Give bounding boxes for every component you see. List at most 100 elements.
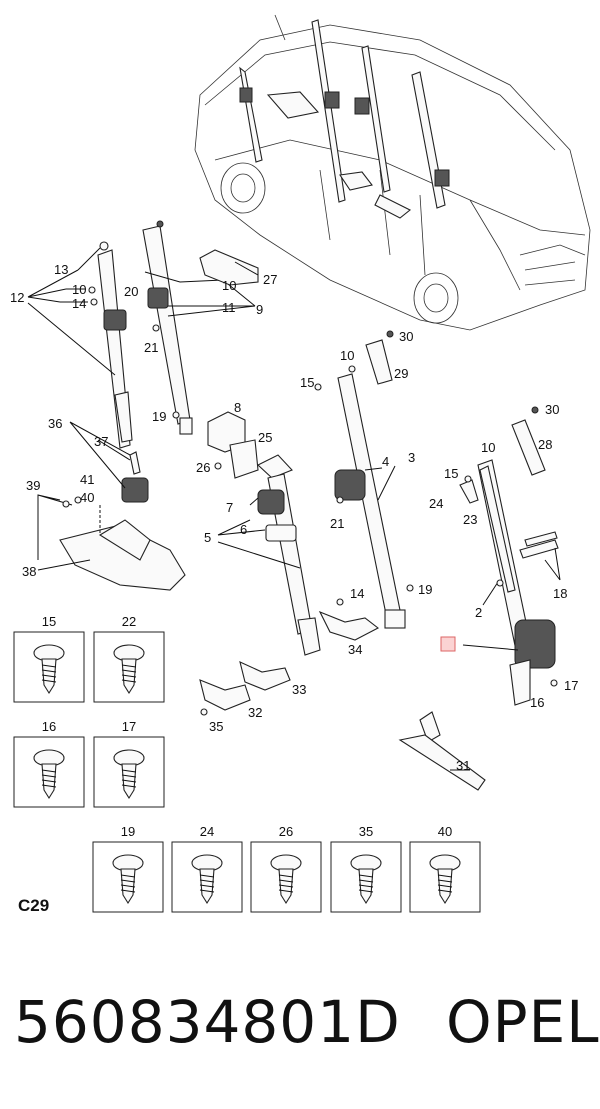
callout-10: 10 [72, 282, 86, 297]
callout-13: 13 [54, 262, 68, 277]
diagram-code: C29 [18, 896, 49, 915]
fastener-thread [358, 889, 374, 893]
callout-16: 16 [530, 695, 544, 710]
fastener-thread [120, 874, 136, 878]
fastener-box-label: 22 [122, 614, 136, 629]
footer: 560834801D OPEL [14, 982, 599, 1082]
fastener-box-label: 40 [438, 824, 452, 839]
fastener-thread [358, 879, 374, 883]
front-right-belt-assembly [314, 330, 414, 629]
callout-18: 18 [553, 586, 567, 601]
callout-6: 6 [240, 522, 247, 537]
fastener-box-35: 35 [330, 824, 402, 913]
callout-28: 28 [538, 437, 552, 452]
callout-41: 41 [80, 472, 94, 487]
callout-3: 3 [408, 450, 415, 465]
fastener-box-label: 19 [121, 824, 135, 839]
part-number: 560834801D [14, 988, 401, 1056]
fastener-thread [278, 879, 294, 883]
pillar-belt-assembly [142, 220, 256, 435]
fastener-thread [41, 784, 57, 788]
fastener-thread [41, 779, 57, 783]
fastener-box-24: 24 [171, 824, 243, 913]
callout-9: 9 [256, 302, 263, 317]
callout-30: 30 [399, 329, 413, 344]
callout-36: 36 [48, 416, 62, 431]
fastener-box-label: 15 [42, 614, 56, 629]
fastener-box-40: 40 [409, 824, 481, 913]
fastener-thread [120, 889, 136, 893]
fastener-box-label: 17 [122, 719, 136, 734]
callout-2: 2 [475, 605, 482, 620]
fastener-box-label: 16 [42, 719, 56, 734]
anchor-bracket-part-2 [239, 661, 291, 691]
callout-40: 40 [80, 490, 94, 505]
seat-buckle-rail [398, 711, 486, 791]
callout-31: 31 [456, 758, 470, 773]
callout-19: 19 [418, 582, 432, 597]
fastener-thread [41, 774, 57, 778]
callout-14: 14 [350, 586, 364, 601]
callout-37: 37 [94, 434, 108, 449]
callout-12: 12 [10, 290, 24, 305]
fastener-thread [121, 784, 137, 788]
fastener-box-15: 15 [13, 614, 85, 703]
fastener-thread [121, 774, 137, 778]
callout-34: 34 [348, 642, 362, 657]
callout-35: 35 [209, 719, 223, 734]
callout-23: 23 [463, 512, 477, 527]
fastener-thread [120, 879, 136, 883]
callout-26: 26 [196, 460, 210, 475]
fastener-thread [199, 889, 215, 893]
callout-19: 19 [152, 409, 166, 424]
callout-29: 29 [394, 366, 408, 381]
trim-strip-part [519, 539, 559, 559]
callout-10: 10 [222, 278, 236, 293]
fastener-thread [437, 889, 453, 893]
fastener-box-17: 17 [93, 719, 165, 808]
fastener-box-22: 22 [93, 614, 165, 703]
callout-39: 39 [26, 478, 40, 493]
fastener-thread [41, 674, 57, 678]
fastener-thread [278, 874, 294, 878]
callout-30: 30 [545, 402, 559, 417]
driver-belt-assembly [459, 406, 561, 706]
brand-name: OPEL [446, 988, 600, 1056]
fastener-thread [121, 664, 137, 668]
buckle-assembly [69, 421, 149, 503]
fastener-thread [199, 874, 215, 878]
fastener-thread [278, 884, 294, 888]
fastener-thread [121, 669, 137, 673]
callout-20: 20 [124, 284, 138, 299]
fastener-thread [437, 874, 453, 878]
seat-bracket [37, 494, 186, 591]
fastener-thread [41, 669, 57, 673]
fastener-thread [121, 674, 137, 678]
rear-left-belt-assembly [27, 241, 133, 449]
fastener-thread [41, 679, 57, 683]
fastener-boxes: 15 22 16 17 19 24 26 35 40 [13, 614, 481, 913]
highlight-box [440, 636, 456, 652]
fastener-thread [199, 884, 215, 888]
callout-24: 24 [429, 496, 443, 511]
trim-cover-part [199, 249, 259, 286]
fastener-thread [437, 879, 453, 883]
fastener-thread [199, 879, 215, 883]
fastener-thread [120, 884, 136, 888]
callout-11: 11 [222, 300, 236, 315]
fastener-thread [358, 874, 374, 878]
callout-5: 5 [204, 530, 211, 545]
latch-plate-part [318, 610, 380, 641]
fastener-box-19: 19 [92, 824, 164, 913]
fastener-thread [121, 779, 137, 783]
callout-7: 7 [226, 500, 233, 515]
fastener-box-label: 35 [359, 824, 373, 839]
callout-21: 21 [144, 340, 158, 355]
callout-10: 10 [340, 348, 354, 363]
callout-27: 27 [263, 272, 277, 287]
callout-25: 25 [258, 430, 272, 445]
fastener-thread [437, 884, 453, 888]
fastener-box-label: 26 [279, 824, 293, 839]
callout-14: 14 [72, 296, 86, 311]
callout-17: 17 [564, 678, 578, 693]
